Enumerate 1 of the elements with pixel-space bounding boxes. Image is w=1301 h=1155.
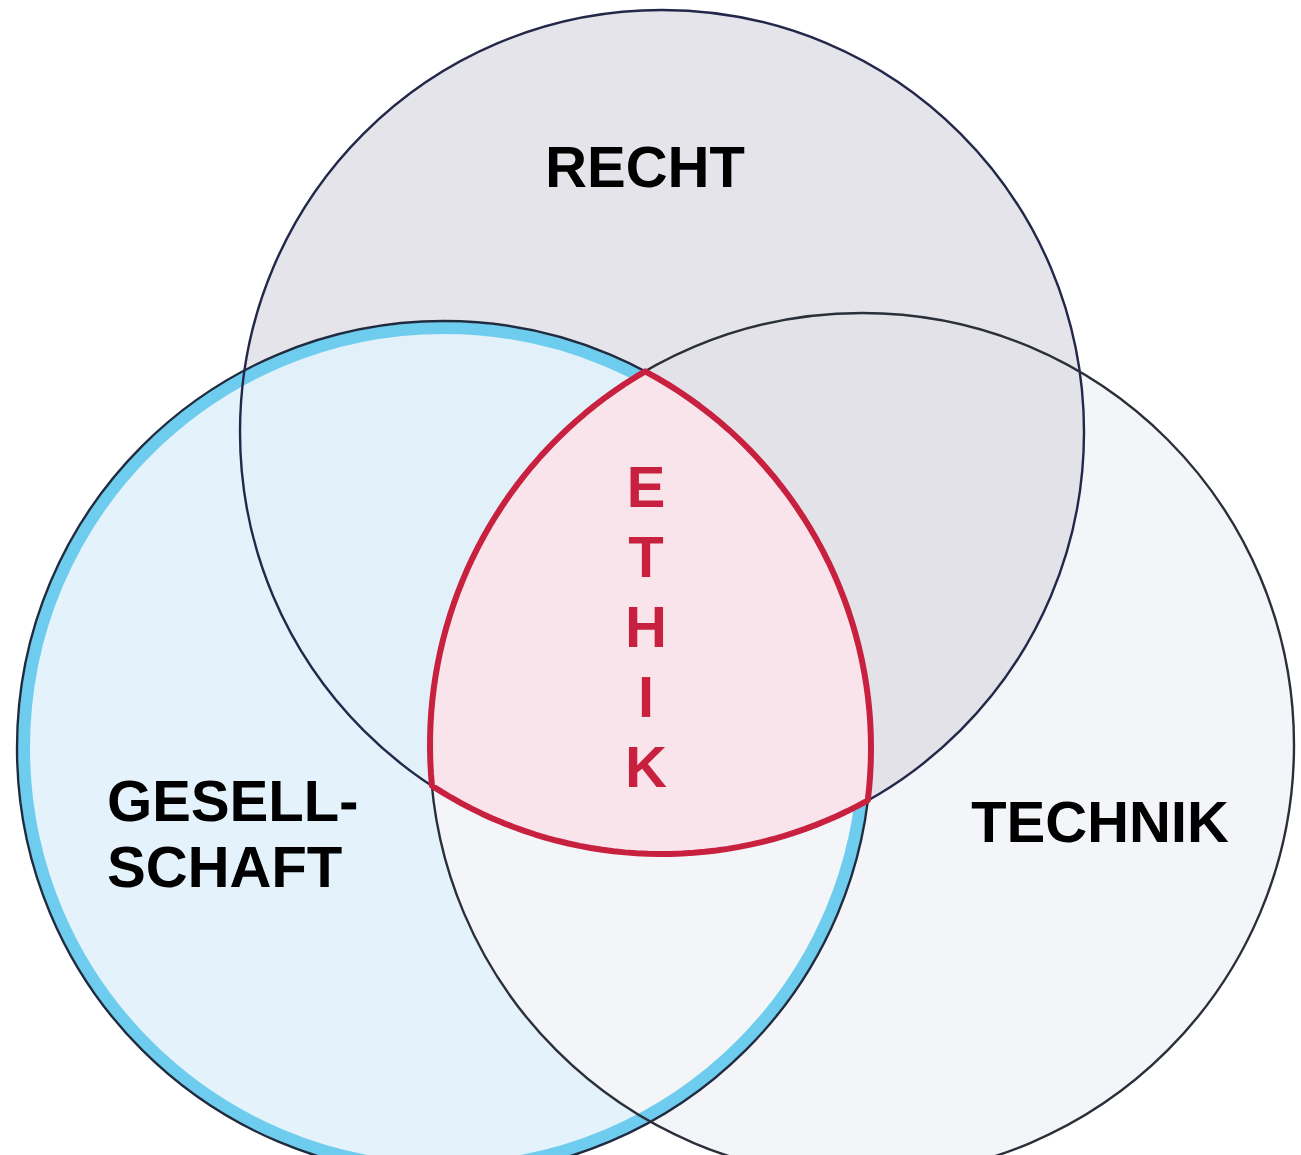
intersection-region: E T H I K: [427, 368, 874, 857]
